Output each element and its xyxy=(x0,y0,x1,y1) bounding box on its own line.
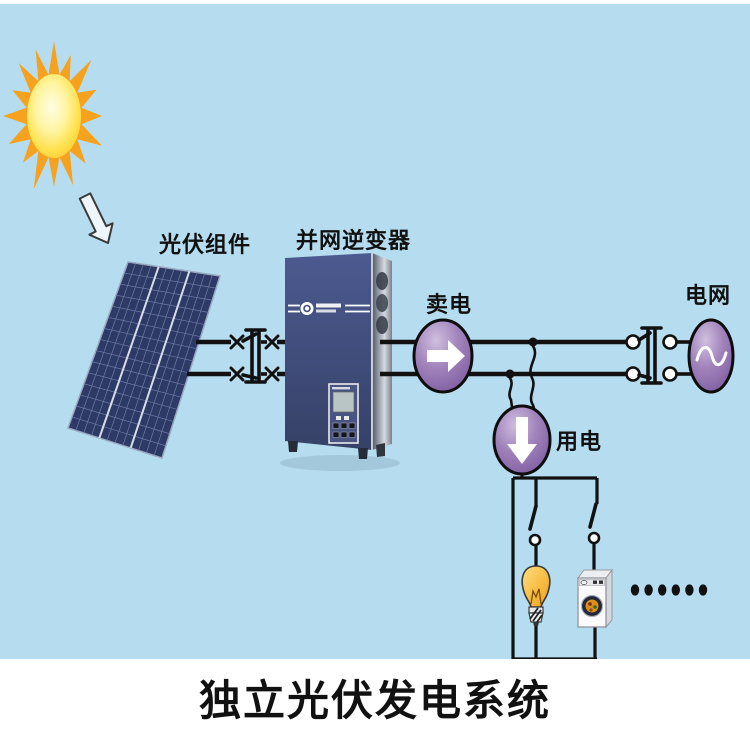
dc-wires xyxy=(187,339,231,377)
dc-disconnect-switch xyxy=(229,328,287,384)
down-arrow-icon xyxy=(507,417,537,464)
solar-panel xyxy=(67,261,221,459)
sine-wave-icon xyxy=(695,346,728,367)
title-bar: 独立光伏发电系统 xyxy=(0,659,750,750)
load-circuit xyxy=(511,469,601,661)
ellipsis-dots xyxy=(630,584,708,596)
inverter xyxy=(280,253,400,471)
right-arrow-icon xyxy=(427,340,465,372)
label-inverter: 并网逆变器 xyxy=(296,228,412,253)
page-title: 独立光伏发电系统 xyxy=(198,679,551,725)
washer-branch xyxy=(587,478,601,659)
sunlight-arrow-icon xyxy=(78,192,114,244)
label-use-power: 用电 xyxy=(556,429,603,454)
inverter-foot xyxy=(358,448,368,459)
use-power-meter xyxy=(492,404,552,476)
inverter-control-panel xyxy=(328,383,359,444)
light-bulb-icon xyxy=(521,565,551,626)
inverter-shadow xyxy=(280,455,400,471)
inverter-lcd-screen xyxy=(332,391,355,413)
inverter-foot xyxy=(288,441,298,452)
inverter-logo xyxy=(288,302,370,315)
bulb-branch xyxy=(528,478,542,659)
grid-symbol xyxy=(687,318,735,394)
meter-taps xyxy=(505,337,538,414)
grid-disconnect-switch xyxy=(625,326,691,385)
inverter-buttons xyxy=(332,422,356,438)
sun-icon xyxy=(3,41,102,190)
label-pv-module: 光伏组件 xyxy=(159,232,252,257)
sell-power-meter xyxy=(412,318,474,394)
label-sell-power: 卖电 xyxy=(426,292,473,317)
washing-machine-icon xyxy=(577,568,613,629)
inverter-vents xyxy=(376,272,388,334)
inverter-foot xyxy=(376,443,385,457)
label-grid: 电网 xyxy=(685,283,732,308)
